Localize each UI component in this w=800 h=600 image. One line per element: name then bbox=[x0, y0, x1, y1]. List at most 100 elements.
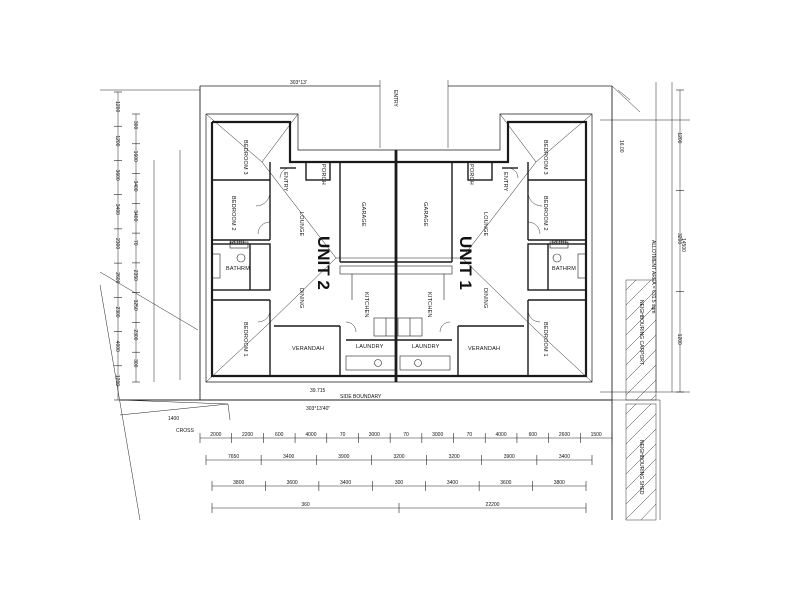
dimension-value: 3800 bbox=[554, 480, 565, 486]
dimension-value: 4000 bbox=[496, 432, 507, 438]
u1-bathroom-label: BATHRM bbox=[552, 266, 576, 272]
crossover-label: CROSS bbox=[176, 428, 194, 434]
u2-garage-label: GARAGE bbox=[360, 202, 366, 227]
dimension-value: 70 bbox=[467, 432, 473, 438]
front-dim-label: 14500 bbox=[680, 238, 686, 252]
dimension-value: 1200 bbox=[114, 135, 120, 146]
dimension-value: 600 bbox=[529, 432, 538, 438]
allotment-area-label: ALLOTMENT AREA = 631.5 sqm bbox=[650, 240, 656, 313]
u2-porch-label: PORCH bbox=[320, 164, 326, 185]
u1-laundry-label: LAUNDRY bbox=[412, 344, 440, 350]
unit-1-walls bbox=[396, 161, 587, 376]
dimension-value: 7650 bbox=[228, 454, 239, 460]
entry-label: ENTRY bbox=[392, 90, 398, 108]
unit-2-labels: BEDROOM 3 BEDROOM 2 BEDROOM 1 BATHRM LOU… bbox=[226, 140, 384, 357]
dimension-value: 300 bbox=[132, 359, 138, 368]
dimension-value: 2300 bbox=[114, 306, 120, 317]
site-boundary bbox=[99, 80, 690, 521]
dimension-value: 3600 bbox=[500, 480, 511, 486]
u2-robe-label: ROBE bbox=[230, 240, 247, 246]
dimension-value: 3000 bbox=[369, 432, 380, 438]
dimension-value: 360 bbox=[301, 502, 310, 508]
dimension-value: 3400 bbox=[114, 204, 120, 215]
neighbouring-carport-label: NEIGHBOURING CARPORT bbox=[638, 300, 644, 365]
u2-bedroom-2-label: BEDROOM 2 bbox=[230, 196, 236, 231]
dimension-value: 300 bbox=[395, 480, 404, 486]
dimension-value: 3900 bbox=[338, 454, 349, 460]
dimension-value: 1600 bbox=[132, 151, 138, 162]
dimension-value: 2300 bbox=[132, 329, 138, 340]
dimension-value: 1200 bbox=[676, 334, 682, 345]
u1-bedroom-1-label: BEDROOM 1 bbox=[542, 322, 548, 357]
dimension-value: 3400 bbox=[559, 454, 570, 460]
dimension-value: 1200 bbox=[114, 101, 120, 112]
building-outline bbox=[205, 113, 593, 383]
kitchen-fixtures bbox=[211, 241, 587, 371]
u2-bathroom-label: BATHRM bbox=[226, 266, 250, 272]
u1-dining-label: DINING bbox=[482, 288, 488, 308]
neighbouring-shed bbox=[625, 403, 657, 521]
dimension-row-3: 3800 3600 3400 300 3400 3600 3800 bbox=[211, 480, 587, 491]
u1-robe-label: ROBE bbox=[552, 240, 569, 246]
u1-kitchen-label: KITCHEN bbox=[426, 292, 432, 318]
dimension-value: 22200 bbox=[486, 502, 500, 508]
neighbouring-carport bbox=[625, 279, 657, 401]
dimension-value: 3600 bbox=[114, 170, 120, 181]
dimension-value: 70 bbox=[340, 432, 346, 438]
dimension-value: 4000 bbox=[114, 341, 120, 352]
u2-kitchen-label: KITCHEN bbox=[363, 292, 369, 318]
dimension-value: 3400 bbox=[340, 480, 351, 486]
dimension-value: 4000 bbox=[305, 432, 316, 438]
dimension-value: 2600 bbox=[114, 272, 120, 283]
dimension-value: 600 bbox=[275, 432, 284, 438]
u1-bedroom-2-label: BEDROOM 2 bbox=[542, 196, 548, 231]
u2-verandah-label: VERANDAH bbox=[292, 346, 324, 352]
crossover-dim-label: 1400 bbox=[168, 416, 179, 422]
boundary-bearing-label: 303°13'40" bbox=[306, 406, 330, 412]
dimension-value: 2600 bbox=[559, 432, 570, 438]
u2-entry-label: ENTRY bbox=[282, 172, 288, 192]
dimension-value: 3600 bbox=[287, 480, 298, 486]
u1-entry-label: ENTRY bbox=[502, 172, 508, 192]
dimension-value: 3400 bbox=[132, 180, 138, 191]
boundary-length-label: 39.715 bbox=[310, 388, 326, 394]
dimension-lines bbox=[117, 90, 681, 509]
dimension-value: 2200 bbox=[242, 432, 253, 438]
unit-2-walls bbox=[211, 161, 396, 376]
dimension-value: 2300 bbox=[114, 238, 120, 249]
dimension-value: 1500 bbox=[591, 432, 602, 438]
dimension-value: 3250 bbox=[132, 300, 138, 311]
dimension-value: 3200 bbox=[393, 454, 404, 460]
dimension-value: 3200 bbox=[449, 454, 460, 460]
u2-laundry-label: LAUNDRY bbox=[356, 344, 384, 350]
dimension-value: 3400 bbox=[447, 480, 458, 486]
top-bearing-label: 303°13' bbox=[290, 80, 307, 86]
u2-dining-label: DINING bbox=[298, 288, 304, 308]
unit-1-title: UNIT 1 bbox=[456, 236, 475, 290]
unit-1-labels: BEDROOM 3 BEDROOM 2 BEDROOM 1 BATHRM LOU… bbox=[412, 140, 576, 357]
u2-bedroom-3-label: BEDROOM 3 bbox=[242, 140, 248, 175]
u1-verandah-label: VERANDAH bbox=[468, 346, 500, 352]
dimension-value: 3200 bbox=[676, 233, 682, 244]
dimension-value: 300 bbox=[132, 121, 138, 130]
door-swings bbox=[255, 167, 543, 333]
unit-2-title: UNIT 2 bbox=[314, 236, 333, 290]
dimension-value: 2350 bbox=[132, 270, 138, 281]
dimension-value: 3900 bbox=[504, 454, 515, 460]
u1-garage-label: GARAGE bbox=[422, 202, 428, 227]
dimension-value: 3800 bbox=[233, 480, 244, 486]
dimension-value: 70 bbox=[132, 240, 138, 246]
u2-bedroom-1-label: BEDROOM 1 bbox=[242, 322, 248, 357]
dimension-value: 3000 bbox=[432, 432, 443, 438]
right-dim-label: 16.00 bbox=[618, 140, 624, 153]
u1-porch-label: PORCH bbox=[468, 164, 474, 185]
site-labels: SIDE BOUNDARY 39.715 303°13'40" 303°13' … bbox=[168, 80, 686, 495]
u2-lounge-label: LOUNGE bbox=[298, 212, 304, 237]
u1-lounge-label: LOUNGE bbox=[482, 212, 488, 237]
dimension-value: 1200 bbox=[676, 132, 682, 143]
